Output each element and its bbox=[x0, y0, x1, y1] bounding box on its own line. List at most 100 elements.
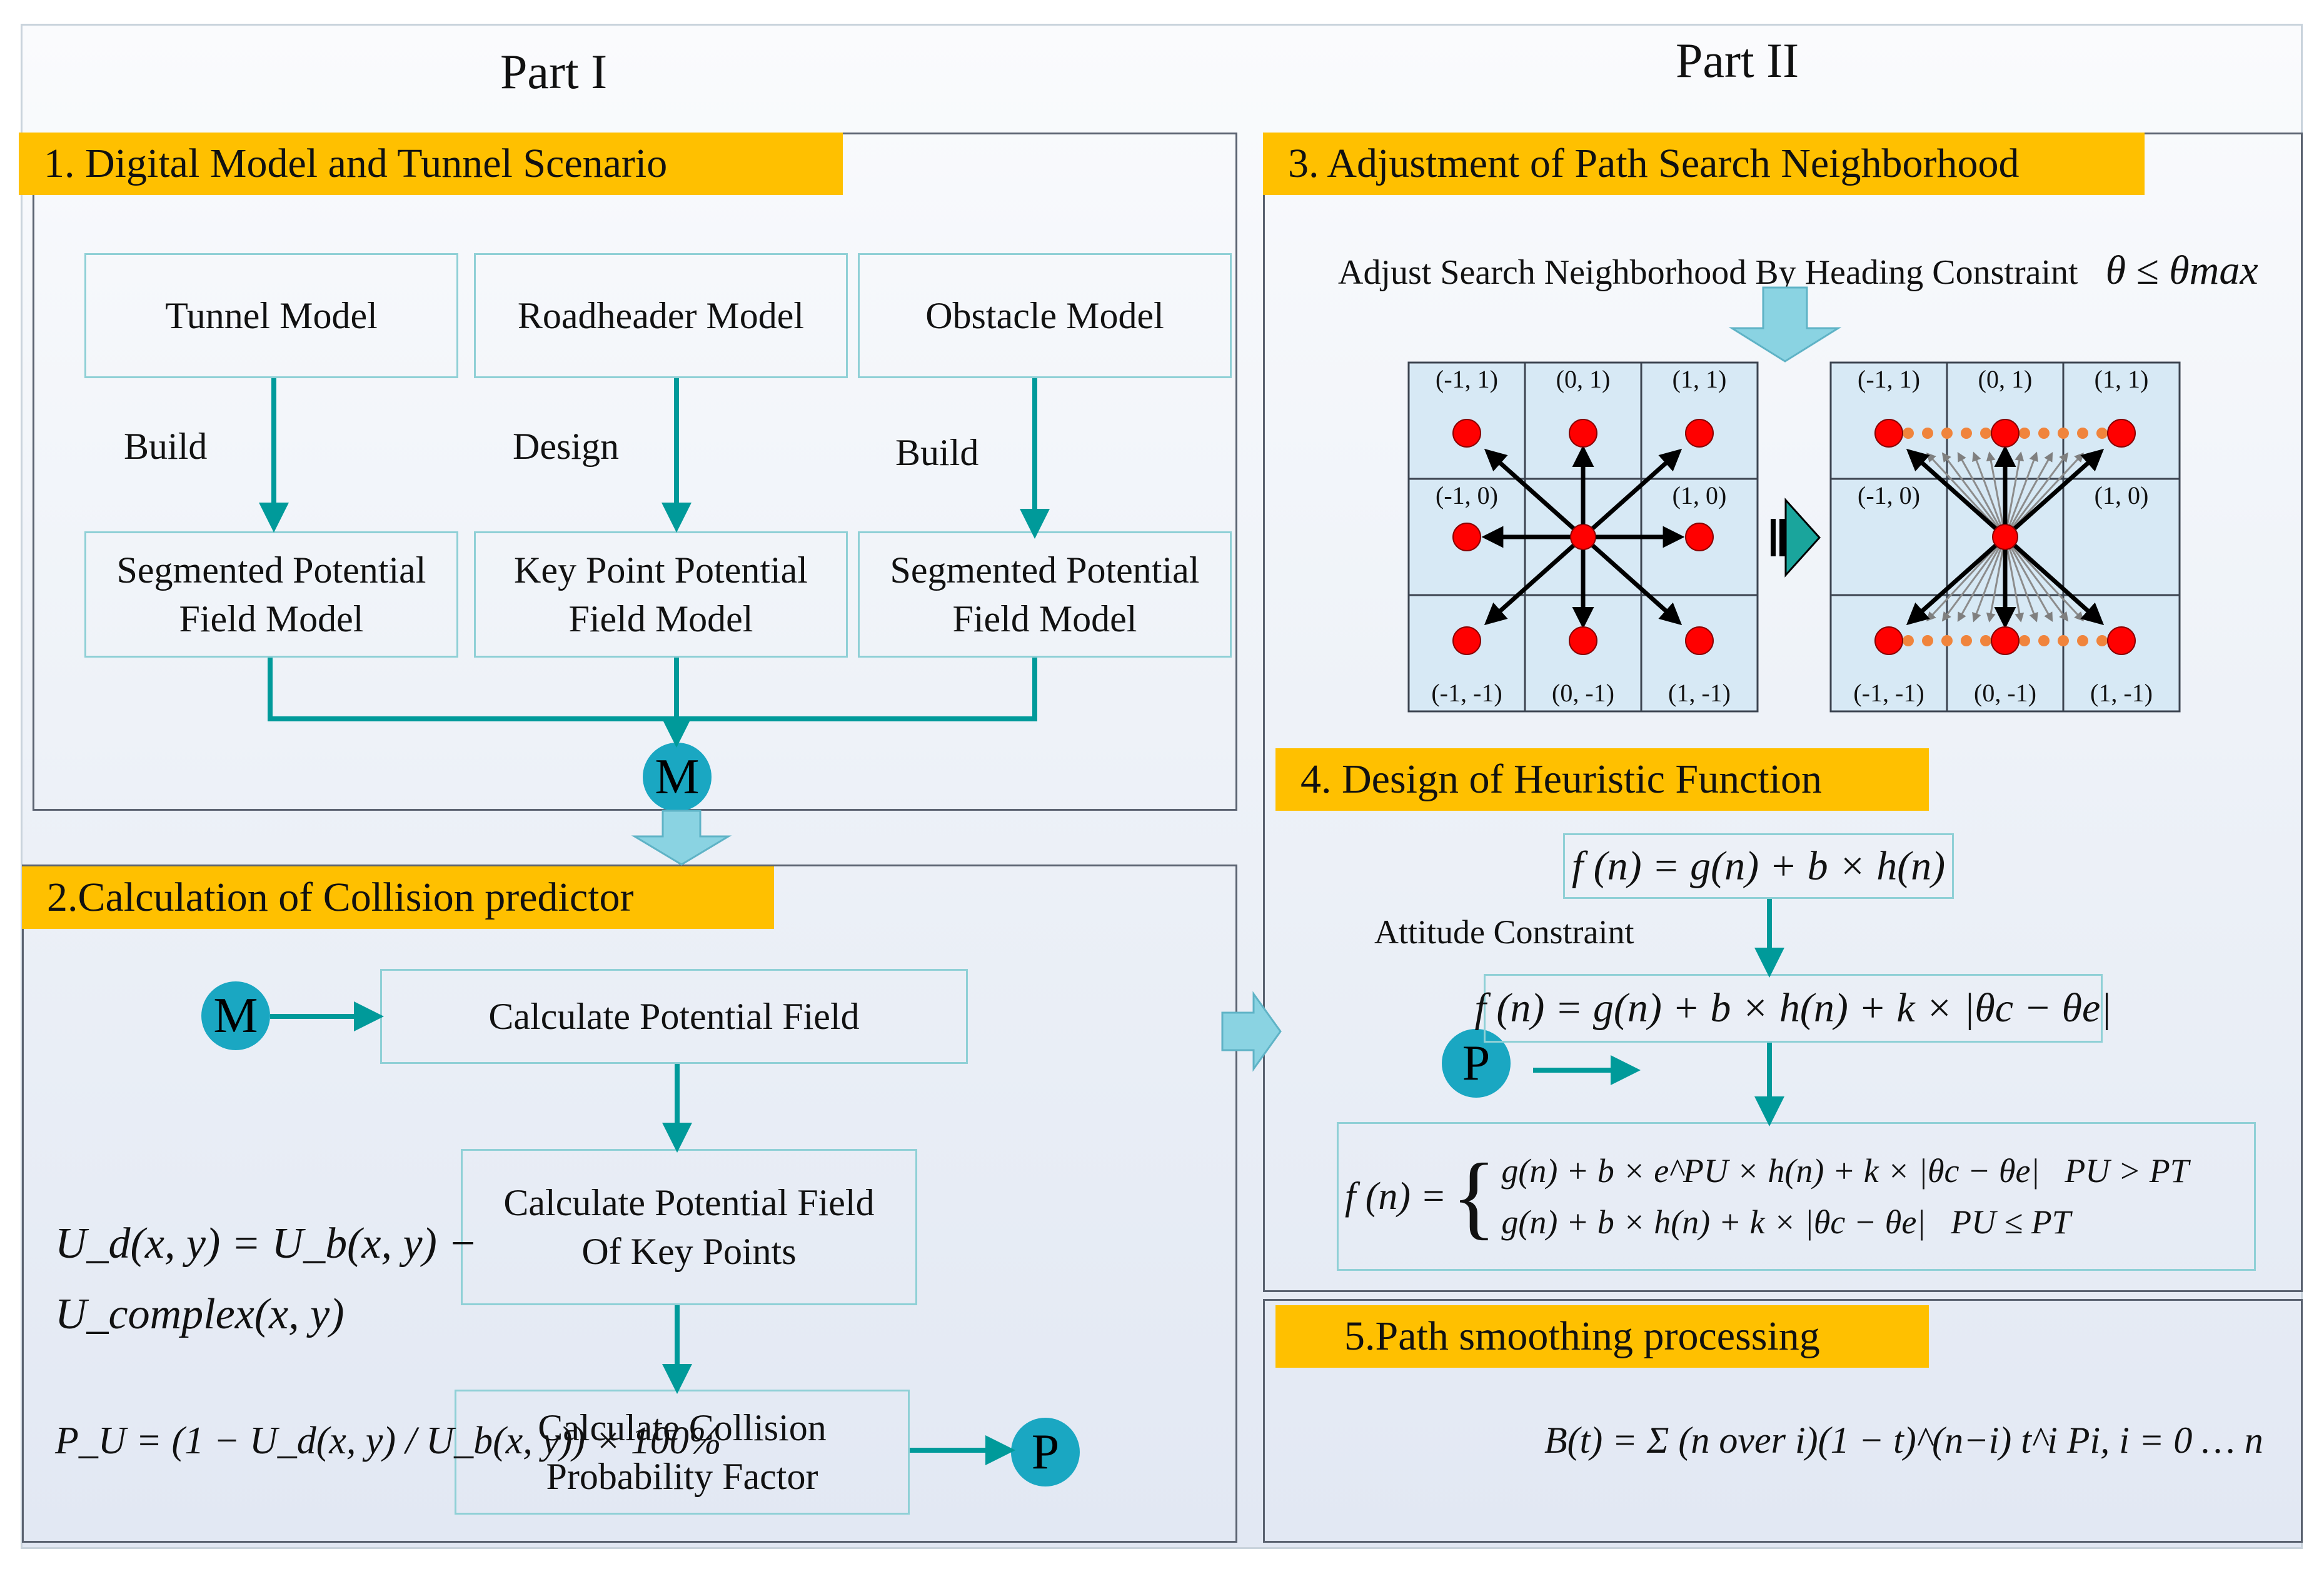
neighbor-node bbox=[1452, 419, 1481, 448]
intermediate-node bbox=[2038, 635, 2050, 646]
section-1-title: 1. Digital Model and Tunnel Scenario bbox=[19, 133, 843, 195]
intermediate-node bbox=[2058, 428, 2069, 439]
fan-arrow bbox=[2004, 536, 2069, 622]
ud-equation-text: U_d(x, y) = U_b(x, y) − bbox=[55, 1220, 478, 1268]
obstacle-model-box: Obstacle Model bbox=[858, 253, 1232, 378]
intermediate-node bbox=[2096, 635, 2108, 646]
m-node-left: M bbox=[201, 981, 270, 1050]
fan-arrow bbox=[2004, 536, 2038, 623]
case-1-condition: PU > PT bbox=[2065, 1152, 2189, 1190]
merge-connector bbox=[268, 658, 1037, 721]
heuristic-eq3-lhs: f (n) = bbox=[1345, 1175, 1447, 1218]
tunnel-model-box: Tunnel Model bbox=[84, 253, 458, 378]
fan-arrow bbox=[1986, 536, 2006, 623]
section-4-title: 4. Design of Heuristic Function bbox=[1275, 748, 1929, 811]
build-label-2: Build bbox=[895, 432, 979, 473]
roadheader-model-box: Roadheader Model bbox=[474, 253, 848, 378]
neighborhood-grid-left: (-1, 1)(0, 1)(1, 1)(-1, 0)(1, 0)(-1, -1)… bbox=[1407, 361, 1759, 713]
neighbor-arrow bbox=[2003, 448, 2105, 539]
fan-arrow bbox=[2004, 452, 2069, 538]
part-one-title: Part I bbox=[500, 44, 608, 99]
intermediate-node bbox=[2077, 635, 2088, 646]
ud-equation-line-1: U_d(x, y) = U_b(x, y) − bbox=[55, 1219, 478, 1269]
grid-cell-label: (-1, -1) bbox=[1431, 679, 1502, 707]
segmented-potential-field-box-1: Segmented Potential Field Model bbox=[84, 531, 458, 658]
grid-cell-label: (1, 1) bbox=[2095, 365, 2149, 393]
right-block-arrow-center bbox=[1221, 991, 1282, 1072]
neighbor-node bbox=[1685, 523, 1714, 551]
intermediate-node bbox=[2096, 428, 2108, 439]
heuristic-eq3-cases: g(n) + b × e^PU × h(n) + k × |θc − θe|PU… bbox=[1501, 1151, 2188, 1241]
p-node-heuristic: P bbox=[1442, 1029, 1511, 1098]
grid-cell-label: (1, -1) bbox=[2090, 679, 2153, 707]
pu-equation: P_U = (1 − U_d(x, y) / U_b(x, y)) × 100% bbox=[55, 1420, 722, 1462]
down-block-arrow-part2 bbox=[1728, 286, 1842, 363]
section-5-title: 5.Path smoothing processing bbox=[1275, 1305, 1929, 1368]
neighbor-node bbox=[1569, 419, 1597, 448]
fan-arrow bbox=[2004, 536, 2053, 623]
intermediate-node bbox=[1980, 635, 1991, 646]
neighbor-node bbox=[1569, 626, 1597, 655]
neighborhood-caption: Adjust Search Neighborhood By Heading Co… bbox=[1338, 247, 2258, 294]
neighbor-node bbox=[2107, 419, 2136, 448]
intermediate-node bbox=[1922, 428, 1933, 439]
neighbor-arrow bbox=[2003, 535, 2105, 626]
intermediate-node bbox=[2038, 428, 2050, 439]
neighbor-node bbox=[1452, 626, 1481, 655]
intermediate-node bbox=[1941, 428, 1953, 439]
panel-collision-predictor bbox=[22, 865, 1237, 1543]
intermediate-node bbox=[1980, 428, 1991, 439]
calculate-key-point-field-box: Calculate Potential Field Of Key Points bbox=[461, 1149, 917, 1305]
neighborhood-grid-right: (-1, 1)(0, 1)(1, 1)(-1, 0)(1, 0)(-1, -1)… bbox=[1829, 361, 2181, 713]
grid-cell bbox=[2062, 478, 2181, 596]
fan-arrow bbox=[2004, 451, 2038, 538]
intermediate-node bbox=[1941, 635, 1953, 646]
neighbor-node bbox=[1685, 626, 1714, 655]
fan-arrow bbox=[2004, 536, 2025, 623]
down-block-arrow-part1 bbox=[631, 810, 732, 866]
intermediate-node bbox=[2058, 635, 2069, 646]
grid-transition-arrow bbox=[1771, 498, 1821, 578]
grid-cell-label: (0, -1) bbox=[1552, 679, 1614, 707]
model-arrows bbox=[259, 378, 1784, 1465]
neighbor-node bbox=[1452, 523, 1481, 551]
neighbor-arrow bbox=[1484, 448, 1585, 539]
center-node bbox=[1992, 524, 2018, 550]
fan-arrow bbox=[1957, 536, 2006, 623]
neighbor-node bbox=[2107, 626, 2136, 655]
grid-cell-label: (1, 1) bbox=[1673, 365, 1727, 393]
build-label-1: Build bbox=[124, 426, 208, 467]
grid-cell-label: (0, -1) bbox=[1974, 679, 2036, 707]
grid-cell-label: (1, -1) bbox=[1668, 679, 1731, 707]
fan-arrow bbox=[1957, 451, 2006, 538]
fan-arrow bbox=[2004, 451, 2025, 538]
fan-arrow bbox=[1972, 451, 2006, 538]
calculate-potential-field-box: Calculate Potential Field bbox=[380, 969, 968, 1064]
design-label: Design bbox=[513, 426, 619, 467]
case-2-expr: g(n) + b × h(n) + k × |θc − θe| bbox=[1501, 1203, 1926, 1241]
grid-cell-label: (-1, 1) bbox=[1858, 365, 1920, 393]
brace-symbol: { bbox=[1451, 1145, 1497, 1248]
ud-equation-line-2: U_complex(x, y) bbox=[55, 1290, 345, 1338]
neighbor-node bbox=[1991, 626, 2020, 655]
heuristic-equation-3: f (n) = { g(n) + b × e^PU × h(n) + k × |… bbox=[1337, 1122, 2256, 1271]
grid-cell-label: (0, 1) bbox=[1556, 365, 1611, 393]
fan-arrow bbox=[2004, 451, 2053, 538]
fan-arrow bbox=[1941, 452, 2006, 538]
case-2-condition: PU ≤ PT bbox=[1951, 1203, 2071, 1241]
fan-arrow bbox=[1941, 536, 2006, 622]
fan-arrow bbox=[1972, 536, 2006, 623]
intermediate-node bbox=[2077, 428, 2088, 439]
part-two-title: Part II bbox=[1676, 33, 1799, 88]
neighbor-node bbox=[1874, 626, 1903, 655]
heading-constraint: θ ≤ θmax bbox=[2105, 248, 2258, 293]
grid-cell-label: (0, 1) bbox=[1978, 365, 2033, 393]
bezier-equation: B(t) = Σ (n over i)(1 − t)^(n−i) t^i Pi,… bbox=[1544, 1420, 2263, 1461]
heuristic-equation-1: f (n) = g(n) + b × h(n) bbox=[1563, 833, 1954, 899]
intermediate-node bbox=[1961, 428, 1972, 439]
neighbor-node bbox=[1991, 419, 2020, 448]
grid-cell-label: (1, 0) bbox=[1673, 481, 1727, 509]
intermediate-node bbox=[2019, 428, 2030, 439]
grid-cell-label: (-1, -1) bbox=[1853, 679, 1924, 707]
